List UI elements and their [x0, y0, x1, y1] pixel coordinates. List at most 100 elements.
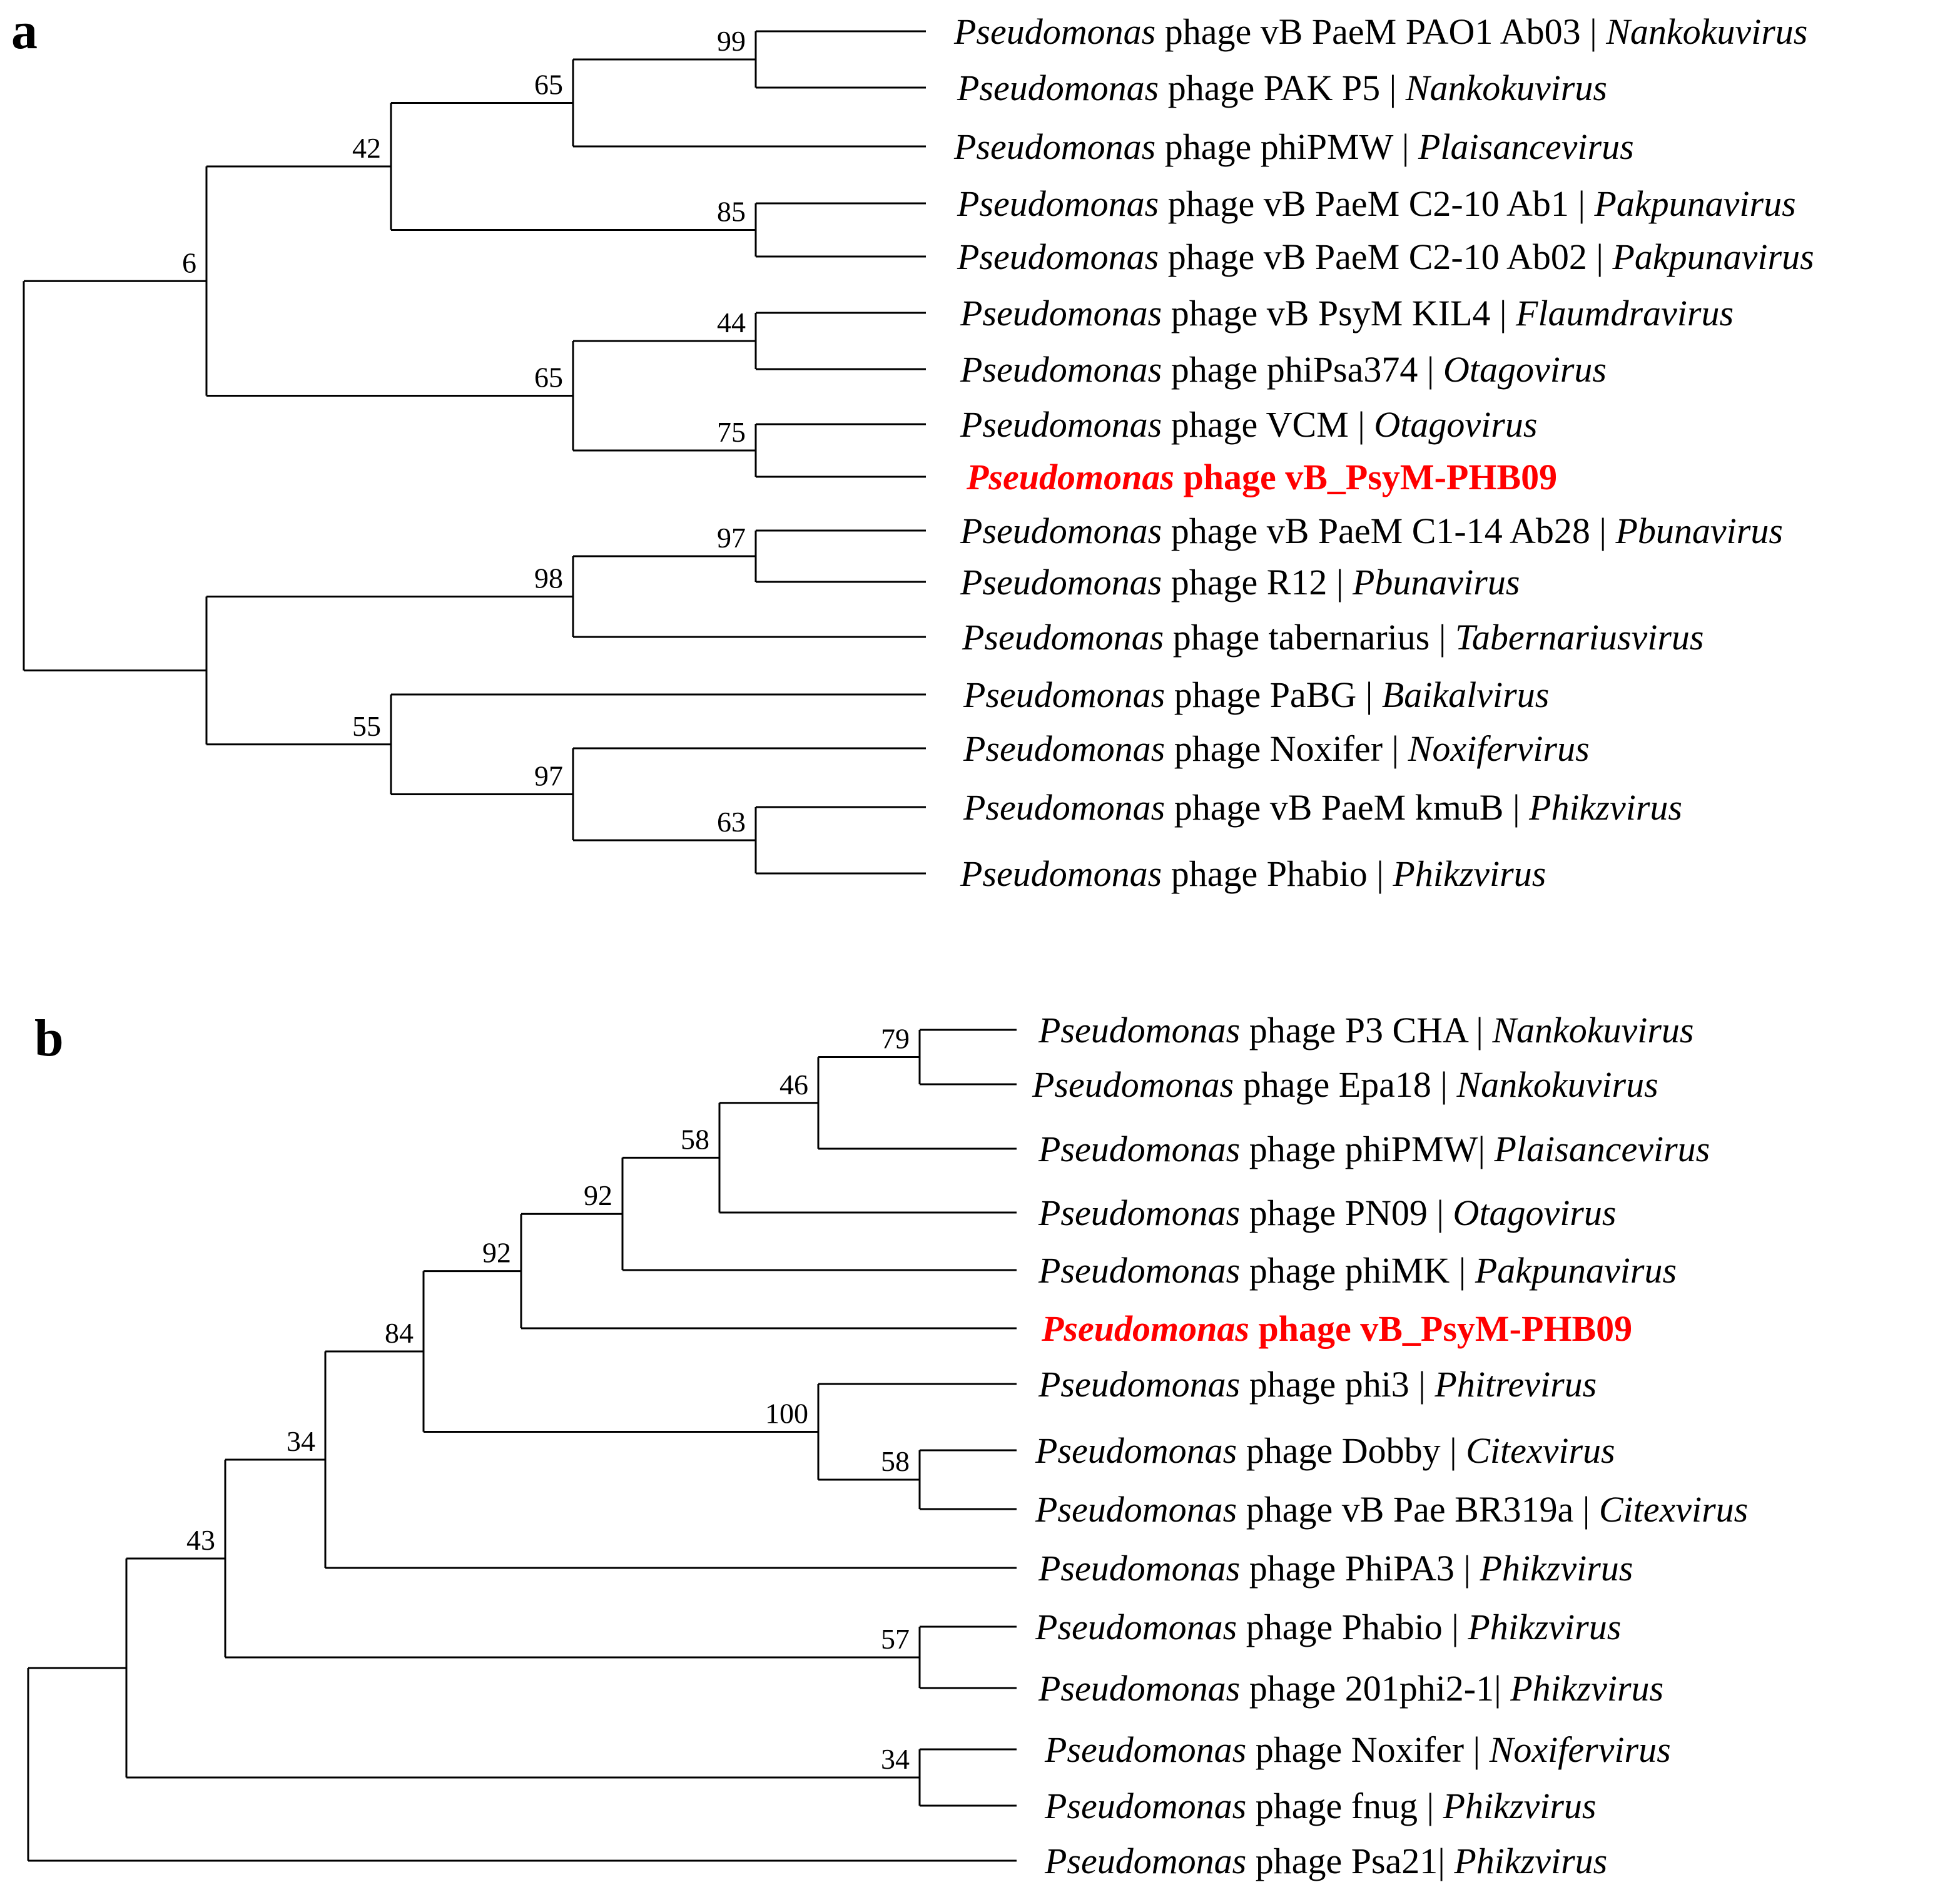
- bootstrap-value: 99: [717, 25, 746, 57]
- bootstrap-value: 44: [717, 307, 746, 338]
- bootstrap-value: 43: [186, 1524, 215, 1556]
- tip-genus: Pseudomonas: [960, 349, 1162, 390]
- tip-label: Pseudomonas phage vB PaeM C2-10 Ab02 | P…: [957, 236, 1814, 277]
- bootstrap-value: 92: [482, 1237, 511, 1269]
- tip-name: phage Phabio |: [1162, 853, 1393, 894]
- bootstrap-value: 55: [352, 710, 381, 742]
- tip-label: Pseudomonas phage PaBG | Baikalvirus: [963, 674, 1549, 715]
- tip-genus: Pseudomonas: [960, 293, 1162, 333]
- tip-name: phage PaBG |: [1165, 674, 1382, 715]
- tip-virus-genus: Citexvirus: [1466, 1430, 1615, 1471]
- tip-name: phage fnug |: [1246, 1786, 1443, 1826]
- tip-name: phage vB PaeM C2-10 Ab1 |: [1159, 183, 1594, 224]
- tip-name: phage PAK P5 |: [1159, 68, 1406, 108]
- tip-name: phage 201phi2-1|: [1240, 1668, 1510, 1709]
- tip-name: phage vB PaeM PAO1 Ab03 |: [1155, 11, 1606, 52]
- tip-virus-genus: Plaisancevirus: [1418, 126, 1634, 167]
- tip-genus: Pseudomonas: [1041, 1308, 1249, 1349]
- tip-virus-genus: Plaisancevirus: [1494, 1129, 1710, 1169]
- tip-label: Pseudomonas phage PN09 | Otagovirus: [1038, 1193, 1616, 1233]
- tip-genus: Pseudomonas: [960, 404, 1162, 445]
- tip-genus: Pseudomonas: [957, 183, 1159, 224]
- bootstrap-value: 85: [717, 196, 746, 228]
- tip-name: phage vB PaeM kmuB |: [1165, 787, 1529, 828]
- tip-virus-genus: Phikzvirus: [1480, 1548, 1633, 1589]
- tip-name: phage phiPsa374 |: [1162, 349, 1443, 390]
- tip-genus: Pseudomonas: [963, 787, 1165, 828]
- tip-virus-genus: Citexvirus: [1599, 1489, 1748, 1530]
- bootstrap-value: 34: [287, 1425, 315, 1457]
- tip-virus-genus: Nankokuvirus: [1405, 68, 1607, 108]
- tip-name: phage Noxifer |: [1165, 728, 1408, 769]
- tip-genus: Pseudomonas: [1038, 1548, 1240, 1589]
- tip-name: phage vB PaeM C2-10 Ab02 |: [1159, 236, 1612, 277]
- tip-virus-genus: Flaumdravirus: [1515, 293, 1734, 333]
- tip-genus: Pseudomonas: [1038, 1364, 1240, 1405]
- tip-genus: Pseudomonas: [1038, 1250, 1240, 1291]
- tip-name: phage phiMK |: [1240, 1250, 1475, 1291]
- tip-genus: Pseudomonas: [1038, 1193, 1240, 1233]
- tip-virus-genus: Pakpunavirus: [1594, 183, 1796, 224]
- tip-label: Pseudomonas phage phi3 | Phitrevirus: [1038, 1364, 1597, 1405]
- tip-name: phage PhiPA3 |: [1240, 1548, 1480, 1589]
- tip-label: Pseudomonas phage Dobby | Citexvirus: [1035, 1430, 1615, 1471]
- tip-genus: Pseudomonas: [960, 853, 1162, 894]
- tip-genus: Pseudomonas: [963, 674, 1165, 715]
- tip-name: phage PN09 |: [1240, 1193, 1453, 1233]
- tip-label: Pseudomonas phage R12 | Pbunavirus: [960, 562, 1520, 603]
- tip-name: phage Epa18 |: [1234, 1064, 1456, 1105]
- tip-label: Pseudomonas phage Phabio | Phikzvirus: [1035, 1607, 1621, 1647]
- tip-genus: Pseudomonas: [963, 728, 1165, 769]
- bootstrap-value: 75: [717, 416, 746, 448]
- tip-label: Pseudomonas phage phiMK | Pakpunavirus: [1038, 1250, 1677, 1291]
- tip-genus: Pseudomonas: [1044, 1841, 1246, 1881]
- bootstrap-value: 46: [779, 1069, 808, 1101]
- tip-label: Pseudomonas phage fnug | Phikzvirus: [1044, 1786, 1596, 1826]
- tip-virus-genus: Nankokuvirus: [1605, 11, 1807, 52]
- tip-virus-genus: Pbunavirus: [1352, 562, 1520, 603]
- tip-genus: Pseudomonas: [953, 11, 1155, 52]
- tip-name: phage R12 |: [1162, 562, 1353, 603]
- bootstrap-value: 42: [352, 132, 381, 164]
- bootstrap-value: 92: [584, 1179, 612, 1211]
- tip-label: Pseudomonas phage phiPMW| Plaisancevirus: [1038, 1129, 1710, 1169]
- tip-name: phage phiPMW |: [1155, 126, 1418, 167]
- tip-label: Pseudomonas phage tabernarius | Tabernar…: [962, 617, 1704, 658]
- tip-virus-genus: Phikzvirus: [1528, 787, 1682, 828]
- tip-virus-genus: Otagovirus: [1453, 1193, 1616, 1233]
- tip-genus: Pseudomonas: [1038, 1668, 1240, 1709]
- tip-genus: Pseudomonas: [1035, 1430, 1237, 1471]
- tip-virus-genus: Phikzvirus: [1510, 1668, 1663, 1709]
- tip-name: phage phiPMW|: [1240, 1129, 1494, 1169]
- tip-virus-genus: Phitrevirus: [1434, 1364, 1597, 1405]
- tip-genus: Pseudomonas: [1044, 1729, 1246, 1770]
- tip-virus-genus: Phikzvirus: [1392, 853, 1546, 894]
- bootstrap-value: 98: [534, 562, 563, 594]
- tip-virus-genus: Pakpunavirus: [1475, 1250, 1677, 1291]
- tip-virus-genus: Noxifervirus: [1408, 728, 1590, 769]
- bootstrap-value: 97: [534, 760, 563, 792]
- tip-virus-genus: Pbunavirus: [1615, 511, 1783, 551]
- tip-name: phage vB PsyM KIL4 |: [1162, 293, 1516, 333]
- bootstrap-value: 58: [681, 1123, 709, 1155]
- tip-genus: Pseudomonas: [957, 236, 1159, 277]
- bootstrap-value: 6: [182, 247, 196, 278]
- tip-label: Pseudomonas phage vB PaeM PAO1 Ab03 | Na…: [953, 11, 1807, 52]
- tip-label: Pseudomonas phage PhiPA3 | Phikzvirus: [1038, 1548, 1633, 1589]
- tip-virus-genus: Noxifervirus: [1489, 1729, 1671, 1770]
- tip-label: Pseudomonas phage Epa18 | Nankokuvirus: [1032, 1064, 1658, 1105]
- tip-name: phage VCM |: [1162, 404, 1374, 445]
- tip-label: Pseudomonas phage vB PsyM KIL4 | Flaumdr…: [960, 293, 1734, 333]
- tip-label: Pseudomonas phage 201phi2-1| Phikzvirus: [1038, 1668, 1663, 1709]
- panel-a-label: a: [11, 2, 38, 60]
- tip-name: phage Phabio |: [1237, 1607, 1468, 1647]
- tip-genus: Pseudomonas: [1035, 1489, 1237, 1530]
- tip-genus: Pseudomonas: [966, 457, 1174, 497]
- tip-name: phage tabernarius |: [1164, 617, 1455, 658]
- bootstrap-value: 100: [765, 1398, 808, 1430]
- tip-virus-genus: Otagovirus: [1443, 349, 1607, 390]
- tip-name: phage vB Pae BR319a |: [1237, 1489, 1599, 1530]
- bootstrap-value: 63: [717, 806, 746, 838]
- tip-label: Pseudomonas phage vB PaeM C2-10 Ab1 | Pa…: [957, 183, 1796, 224]
